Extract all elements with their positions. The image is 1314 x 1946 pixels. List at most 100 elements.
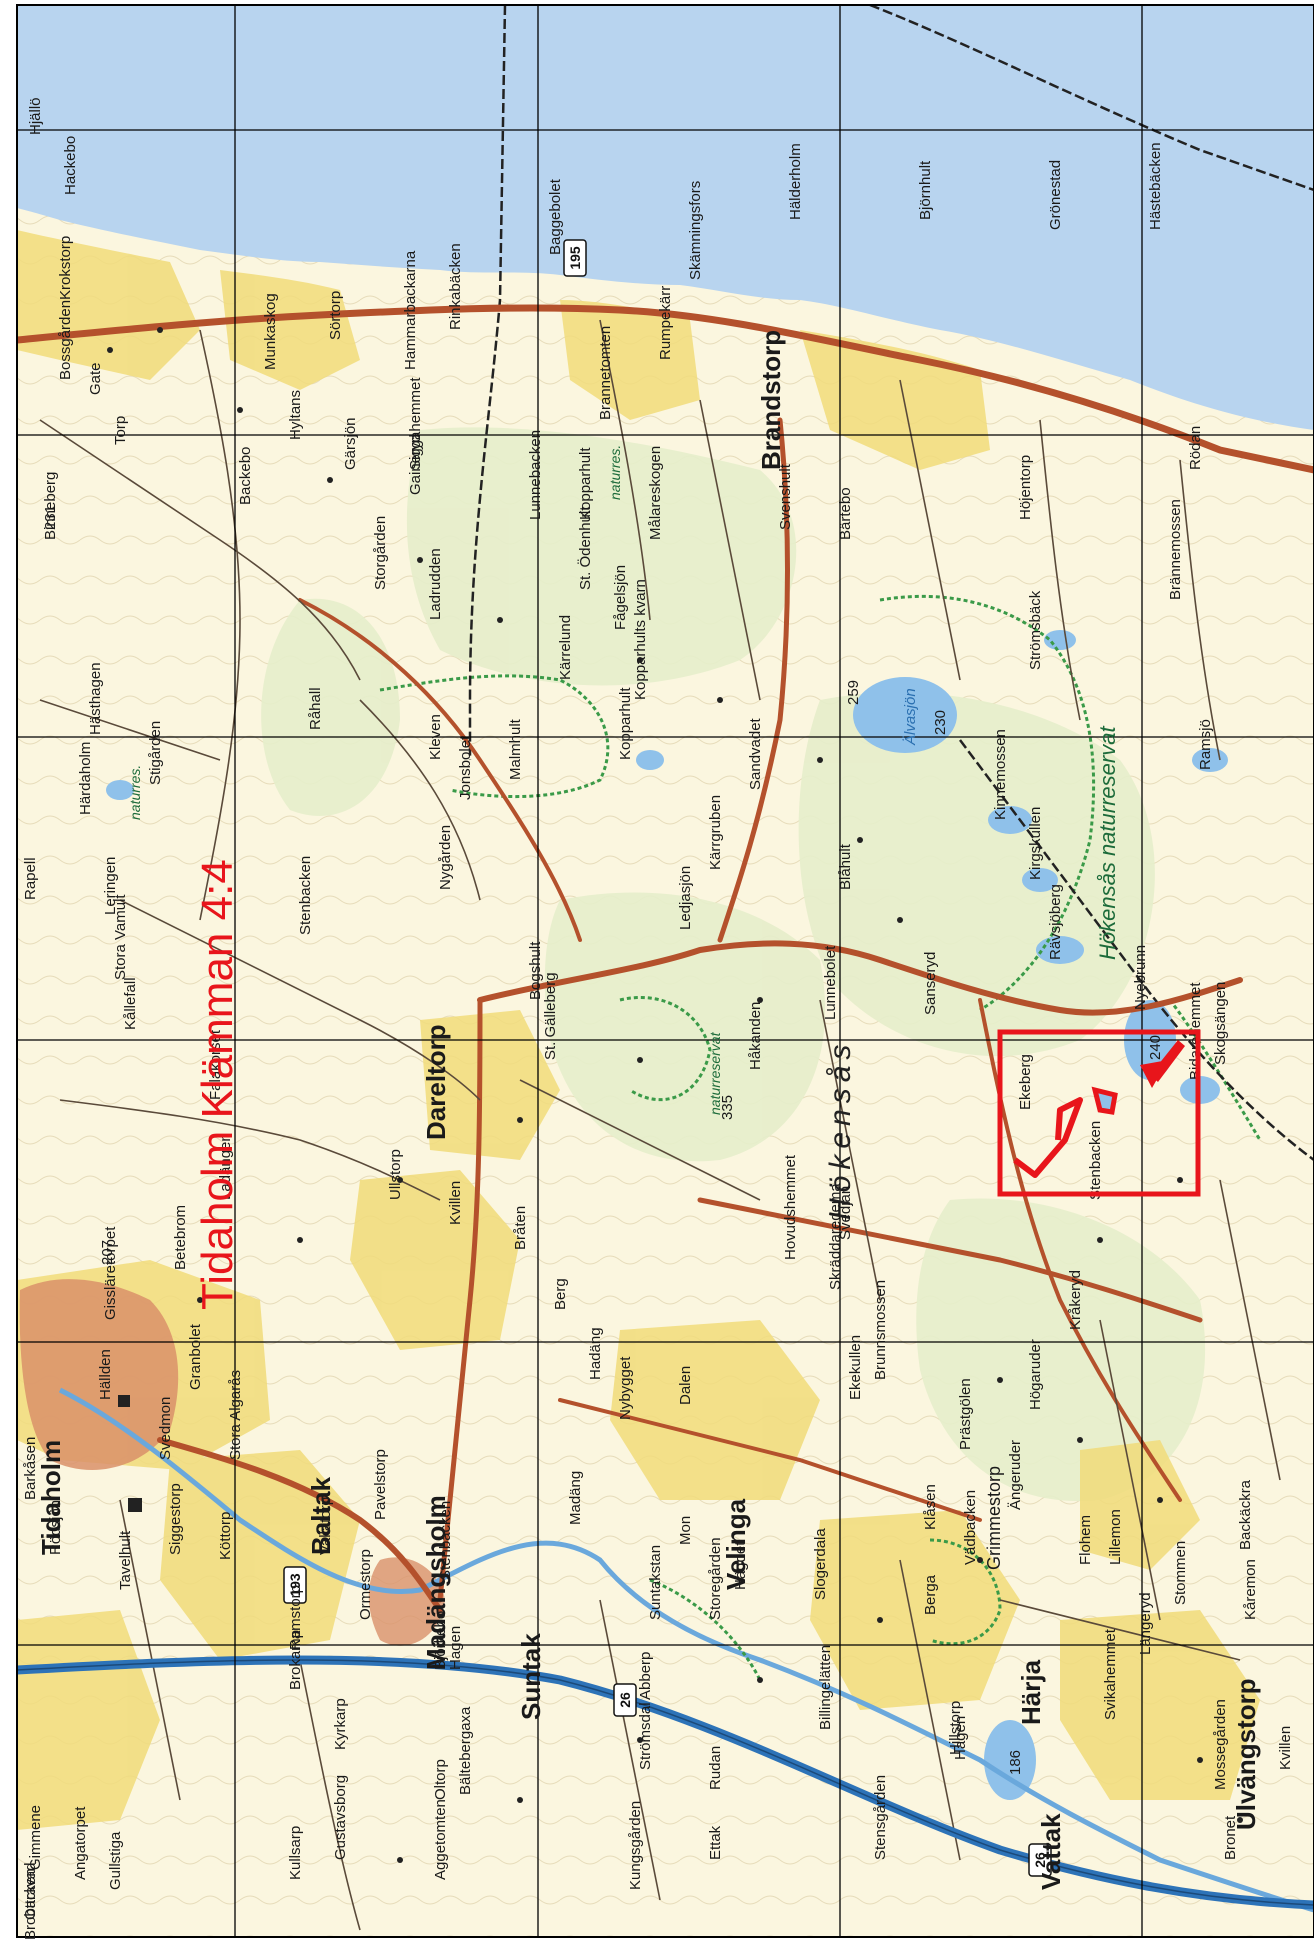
place-label: Hästebäcken [1147, 142, 1164, 230]
place-label: Gustavsborg [332, 1775, 349, 1860]
place-label: Ramstorp [287, 1585, 304, 1650]
place-label: Malmhult [507, 718, 524, 780]
place-label: Björnhult [917, 160, 934, 220]
place-label: Fågelsjön [612, 565, 629, 630]
place-label: Stora Vamult [112, 894, 129, 980]
place-label: Stenbacken [437, 1501, 454, 1580]
place-label: Brokamp [287, 1630, 304, 1690]
tidaholm-town-area [19, 1279, 179, 1470]
place-label: Håkanden [747, 1002, 764, 1070]
place-label: Skräddaredema [827, 1183, 844, 1290]
road-26-b-label: 26 [1032, 1852, 1048, 1868]
minor-roads [39, 319, 1281, 1931]
place-label: Ramsjö [1197, 719, 1214, 770]
place-label: Ottravad [22, 1862, 39, 1920]
place-label: Angatorpet [72, 1806, 89, 1880]
property-title: Tidaholm Klämman 4:4 [193, 859, 242, 1310]
place-label: Stigården [147, 721, 164, 785]
place-label: Ettak [707, 1825, 724, 1860]
place-label: Dalen [677, 1366, 694, 1405]
place-label: Härja [1016, 1659, 1046, 1725]
elevation-label: 259 [845, 680, 862, 705]
place-label: Rödan [1187, 426, 1204, 470]
parcel-arrow-marker[interactable] [1140, 1040, 1185, 1088]
map-grid [17, 5, 1314, 1937]
place-label: Tidaholm [36, 1440, 66, 1555]
reserve-label: naturres. [607, 445, 623, 500]
place-label: Sandvadet [747, 717, 764, 790]
lake-240-elevation: 240 [1147, 1035, 1164, 1060]
place-label: Blåhult [837, 843, 854, 890]
place-label: Lunnebacken [527, 430, 544, 520]
place-label: Gärsjön [342, 417, 359, 470]
place-label: Stenbacken [1087, 1121, 1104, 1200]
place-label: Bogshult [527, 941, 544, 1000]
place-label: Madäng [567, 1471, 584, 1525]
place-label: Svedjan [837, 1186, 854, 1240]
place-label: Ängeruder [1007, 1440, 1024, 1510]
place-label: Slogerdala [812, 1528, 829, 1600]
parcel-outline[interactable] [1091, 1086, 1118, 1115]
place-label: Hovudshemmet [782, 1154, 799, 1260]
place-label: Berga [922, 1574, 939, 1615]
place-label: Högaruder [1027, 1339, 1044, 1410]
property-boundary-box[interactable] [997, 1029, 1201, 1197]
place-label: Strömsdal [637, 1702, 654, 1770]
place-label: Aggetomten [432, 1799, 449, 1880]
lake-ledjasjon [636, 750, 664, 770]
elevation-labels: 231 207 259 335 [42, 505, 862, 1265]
place-label: Rödsjön [47, 1500, 64, 1555]
place-label: Hillstorp [947, 1701, 964, 1755]
place-label: Binneberg [42, 472, 59, 540]
place-label: Rapell [22, 857, 39, 900]
place-label: Svikahemmet [1102, 1628, 1119, 1720]
place-label: Oltorp [432, 1759, 449, 1800]
place-label: Kvillen [447, 1181, 464, 1225]
property-highlight[interactable] [997, 1029, 1201, 1197]
place-label: Kopparhult [577, 447, 594, 520]
place-label: Storgården [372, 516, 389, 590]
place-label: Kirgskullen [1027, 807, 1044, 880]
place-label: Ulvängstorp [1231, 1678, 1261, 1830]
place-label: Hyltans [287, 390, 304, 440]
place-label: Höjentorp [1017, 455, 1034, 520]
railways [468, 5, 1314, 1162]
place-label: Nygården [437, 825, 454, 890]
place-label: Gaineryd [407, 434, 424, 495]
place-label: Jonsbolet [457, 735, 474, 800]
place-label: Nybygget [617, 1356, 634, 1420]
elevation-label: 231 [42, 505, 59, 530]
place-label: Mossegården [1212, 1699, 1229, 1790]
lake-alvasjon [853, 677, 957, 753]
reserve-label: naturres. [127, 765, 143, 820]
place-label: Stenbacken [297, 856, 314, 935]
place-label: Brunnsmossen [872, 1280, 889, 1380]
place-label: Längeryd [1137, 1592, 1154, 1655]
nature-reserve-boundaries [379, 594, 1262, 1681]
madangsholm-town-area [368, 1557, 445, 1646]
place-label: Bråten [512, 1206, 529, 1250]
place-label: Hällden [97, 1349, 114, 1400]
place-label: Hadäng [587, 1327, 604, 1380]
place-label: Kärrelund [557, 615, 574, 680]
place-label: Kullsarp [287, 1826, 304, 1880]
place-label: Munkaskog [262, 293, 279, 370]
reserve-label: Hökensås naturreservat [1095, 726, 1120, 960]
place-label: Hackebo [62, 136, 79, 195]
lake-186-elevation: 186 [1007, 1750, 1024, 1775]
place-label: Leringen [102, 857, 119, 915]
place-label: Baggebolet [547, 178, 564, 255]
road-195-label: 195 [567, 246, 583, 270]
place-label: Storegården [707, 1537, 724, 1620]
parcel-outline[interactable] [1013, 1097, 1083, 1178]
place-label: Ekekullen [847, 1335, 864, 1400]
place-label: Skogsängen [1212, 982, 1229, 1065]
lake-alvasjon-label: Älvasjön [902, 688, 919, 746]
place-label: Hägdet [732, 1541, 749, 1590]
place-label: Hammarbackarna [402, 250, 419, 370]
place-label: Krokstorp [57, 236, 74, 300]
place-label: Vädbacken [962, 1490, 979, 1565]
place-label: Hagen [952, 1716, 969, 1760]
place-label: Abberp [637, 1652, 654, 1700]
